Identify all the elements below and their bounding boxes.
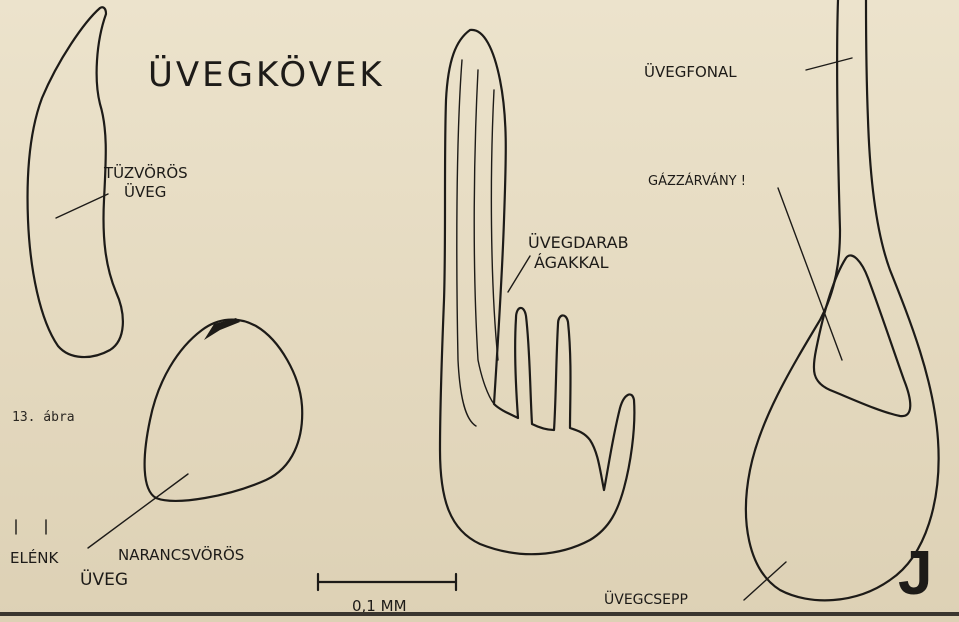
- fiery-red-leader-line: [56, 194, 108, 218]
- glass-drop-leader-line: [744, 562, 786, 600]
- panel-letter: J: [898, 539, 932, 608]
- branch-inner-line-1: [457, 60, 476, 426]
- label-narancs-line1: NARANCSVÖRÖS: [118, 545, 244, 564]
- gas-bubble-outline: [814, 255, 910, 416]
- glass-thread-leader-line: [806, 58, 852, 70]
- label-uvegcsepp: ÜVEGCSEPP: [604, 590, 688, 608]
- branched-glass-leader-line: [508, 256, 530, 292]
- orange-red-glass-outline: [145, 320, 303, 501]
- label-elenk: ELÉNK: [10, 548, 60, 567]
- figure-title: ÜVEGKÖVEK: [148, 54, 385, 95]
- label-uvegdarab-line2: ÁGAKKAL: [534, 253, 609, 272]
- branched-glass-outline: [440, 30, 634, 554]
- gas-bubble-leader-line: [778, 188, 842, 360]
- label-uvegfonal: ÜVEGFONAL: [644, 62, 737, 81]
- label-gazzarvany: GÁZZÁRVÁNY !: [648, 173, 746, 189]
- fiery-red-glass-outline: [28, 7, 123, 357]
- label-narancs-line2: ÜVEG: [80, 568, 128, 590]
- bottom-rule: [0, 612, 959, 616]
- label-tuzvoros-line2: ÜVEG: [124, 182, 166, 201]
- branch-inner-line-3: [491, 90, 498, 360]
- label-uvegdarab-line1: ÜVEGDARAB: [528, 233, 629, 252]
- glass-drop-outline: [746, 0, 939, 600]
- label-tuzvoros-line1: TÜZVÖRÖS: [103, 163, 188, 182]
- orange-red-leader-line: [88, 474, 188, 548]
- figure-caption: 13. ábra: [12, 410, 75, 425]
